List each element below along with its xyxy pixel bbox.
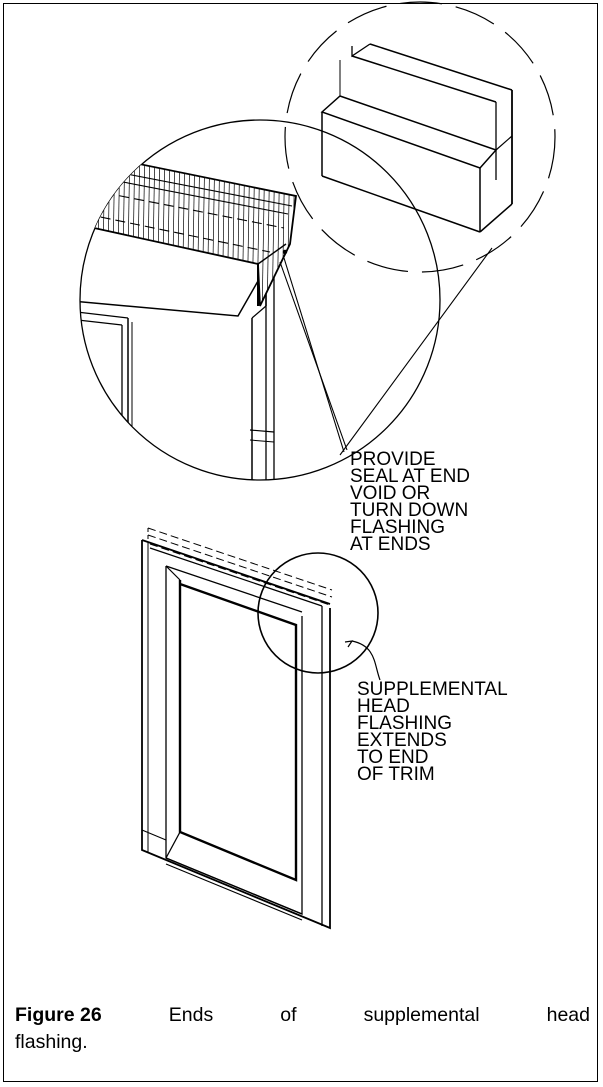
seal-at-end-note: PROVIDE SEAL AT END VOID OR TURN DOWN FL…: [350, 449, 471, 555]
figure-frame: [3, 3, 598, 1082]
window-elevation: [141, 527, 333, 930]
figure-label: Figure 26: [15, 1004, 102, 1026]
seal-note-line: AT ENDS: [350, 534, 431, 555]
seal-note-line: FLASHING: [350, 517, 446, 538]
caption-first-line: Figure 26 Ends of supplemental head: [15, 1002, 590, 1029]
flashing-note-line: FLASHING: [357, 713, 453, 734]
detail-circle: [67, 119, 441, 481]
hatch-line: [297, 140, 300, 320]
caption-word: of: [280, 1004, 297, 1026]
caption-word: supplemental: [363, 1004, 480, 1026]
seal-note-line: VOID OR: [350, 483, 431, 504]
caption-second-line: flashing.: [15, 1031, 88, 1053]
flashing-note-line: TO END: [357, 747, 429, 768]
detail-connector-lines: [279, 247, 493, 456]
end-detail-circle: [284, 1, 556, 273]
flashing-note-line: EXTENDS: [357, 730, 447, 751]
seal-note-line: SEAL AT END: [350, 466, 471, 487]
hatch-line: [67, 140, 70, 320]
supplemental-flashing-note: SUPPLEMENTAL HEAD FLASHING EXTENDS TO EN…: [357, 679, 508, 785]
caption-word: head: [546, 1004, 590, 1026]
flashing-note-line: OF TRIM: [357, 764, 435, 785]
corner-callout-circle: [257, 552, 381, 681]
hatch-line: [81, 156, 86, 306]
flashing-note-line: HEAD: [357, 696, 410, 717]
seal-note-line: PROVIDE: [350, 449, 436, 470]
hatch-line: [86, 156, 91, 306]
hatch-line: [72, 140, 75, 320]
figure-caption: Figure 26 Ends of supplemental head flas…: [15, 1002, 590, 1056]
seal-note-line: TURN DOWN: [350, 500, 469, 521]
caption-word: Ends: [168, 1004, 214, 1026]
flashing-note-line: SUPPLEMENTAL: [357, 679, 508, 700]
